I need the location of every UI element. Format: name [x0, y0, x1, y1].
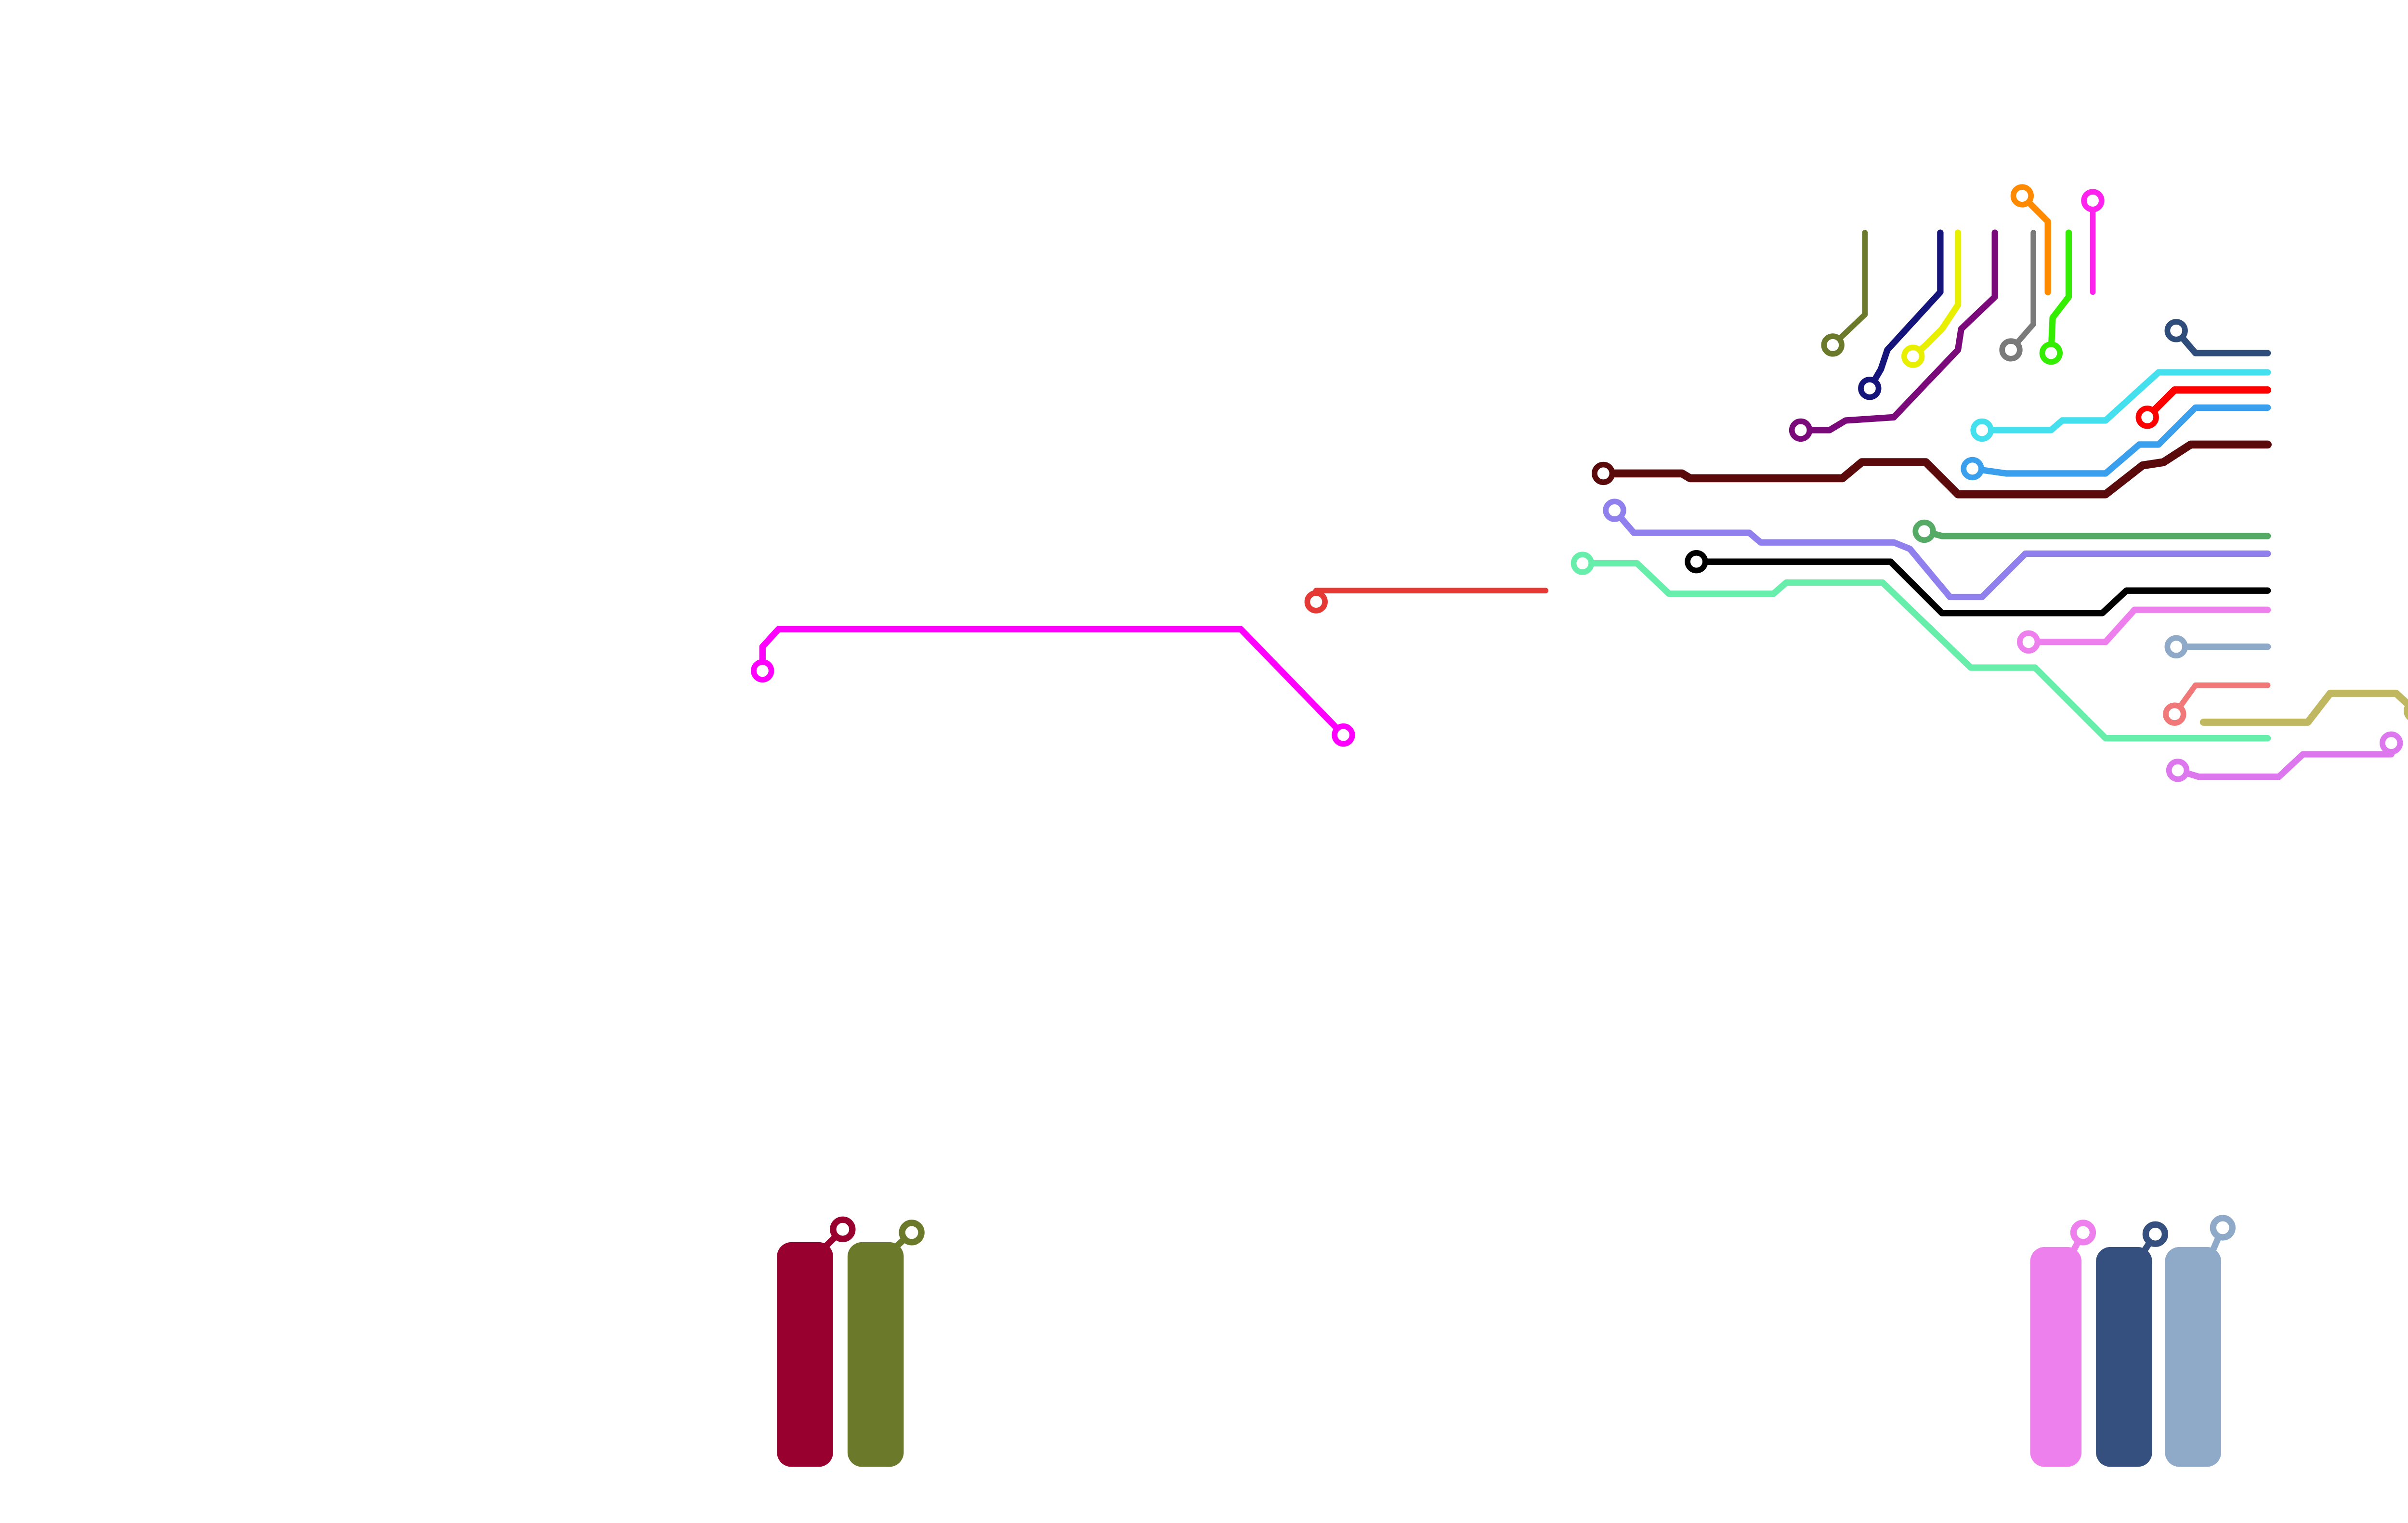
- bar-body: [2030, 1247, 2082, 1467]
- trace-terminal-ring: [1999, 338, 2023, 362]
- bar-pink-bar: [2030, 1220, 2096, 1467]
- trace-magenta-long: [751, 626, 1355, 747]
- trace-terminal-ring: [2380, 731, 2403, 755]
- trace-line: [2173, 327, 2271, 356]
- trace-terminal-ring: [2010, 184, 2034, 208]
- bar-terminal-ring: [2210, 1215, 2236, 1241]
- trace-olive-vertical: [1821, 230, 1868, 357]
- trace-magenta-vertical: [2081, 189, 2105, 295]
- trace-yellow-vertical: [1901, 229, 1962, 368]
- trace-line: [1579, 560, 2271, 742]
- trace-terminal-ring: [2016, 630, 2041, 654]
- trace-terminal-ring: [1789, 418, 1813, 442]
- bar-body: [777, 1242, 833, 1467]
- trace-line: [2048, 229, 2072, 356]
- trace-maroon-horizontal: [1592, 440, 2272, 499]
- bar-navy-bar: [2096, 1221, 2169, 1467]
- bar-terminal-ring: [2070, 1220, 2096, 1246]
- trace-terminal-ring: [1570, 551, 1595, 575]
- trace-terminal-ring: [2164, 635, 2188, 658]
- trace-purple-vertical: [1789, 229, 1998, 442]
- trace-steelblue-horizontal: [2164, 319, 2271, 356]
- bar-lightblue-bar: [2165, 1215, 2236, 1467]
- trace-line: [1978, 369, 2271, 433]
- trace-lavender-horizontal: [1603, 499, 2271, 601]
- trace-terminal-ring: [2039, 341, 2063, 365]
- trace-line: [1599, 440, 2272, 499]
- bar-crimson-bar: [777, 1216, 856, 1467]
- trace-line: [1921, 528, 2271, 539]
- trace-line: [1313, 588, 1549, 605]
- trace-line: [1830, 230, 1868, 348]
- bar-olive-bar: [847, 1220, 925, 1467]
- trace-terminal-ring: [1592, 461, 1615, 486]
- trace-line: [2172, 682, 2271, 717]
- trace-terminal-ring: [1970, 418, 1994, 442]
- trace-red-short: [1304, 588, 1549, 614]
- trace-line: [2144, 386, 2272, 421]
- trace-terminal-ring: [2081, 189, 2105, 212]
- trace-terminal-ring: [1961, 457, 1984, 481]
- trace-terminal-ring: [2135, 406, 2159, 429]
- trace-line: [759, 626, 1347, 738]
- trace-terminal-ring: [1332, 723, 1355, 747]
- trace-terminal-ring: [1901, 344, 1925, 368]
- trace-terminal-ring: [751, 659, 774, 683]
- trace-line: [2199, 689, 2408, 726]
- trace-green-vertical: [2039, 229, 2072, 365]
- trace-violet-horizontal: [2016, 606, 2271, 654]
- trace-navy-vertical: [1858, 229, 1944, 400]
- bar-body: [2096, 1247, 2152, 1467]
- trace-line: [2019, 192, 2051, 296]
- trace-cyan-horizontal: [1970, 369, 2271, 442]
- trace-line: [2025, 606, 2271, 645]
- trace-green-horizontal: [1912, 519, 2271, 543]
- trace-terminal-ring: [1685, 550, 1708, 574]
- trace-terminal-ring: [2163, 702, 2186, 726]
- trace-black-horizontal: [1685, 550, 2271, 617]
- trace-orchid-horizontal: [2166, 731, 2403, 782]
- bar-body: [2165, 1247, 2221, 1467]
- bar-terminal-ring: [2142, 1221, 2169, 1247]
- trace-terminal-ring: [2403, 702, 2408, 720]
- trace-terminal-ring: [2166, 759, 2190, 782]
- trace-red-horizontal: [2135, 386, 2272, 429]
- bar-terminal-ring: [899, 1220, 925, 1246]
- trace-terminal-ring: [2164, 319, 2188, 342]
- trace-line: [1797, 229, 1998, 433]
- trace-terminal-ring: [1912, 519, 1936, 543]
- bars-layer: [777, 1215, 2236, 1467]
- trace-terminal-ring: [1603, 499, 1626, 522]
- trace-salmon-horizontal: [2163, 682, 2271, 726]
- trace-terminal-ring: [1821, 333, 1845, 357]
- trace-terminal-ring: [1858, 377, 1882, 400]
- trace-mint-horizontal: [1570, 551, 2271, 742]
- trace-orange-vertical: [2010, 184, 2051, 296]
- trace-gray-vertical: [1999, 230, 2036, 362]
- trace-line: [1693, 558, 2271, 617]
- bar-terminal-ring: [830, 1216, 856, 1242]
- trace-line: [1969, 404, 2271, 477]
- trace-terminal-ring: [1304, 590, 1328, 614]
- trace-line: [2008, 230, 2036, 353]
- trace-line: [1866, 229, 1944, 392]
- trace-line: [1611, 507, 2271, 601]
- trace-lightsteel-horizontal: [2164, 635, 2271, 658]
- trace-khaki-horizontal: [2199, 689, 2408, 726]
- traces-layer: [751, 184, 2408, 782]
- bar-body: [847, 1242, 904, 1467]
- trace-line: [2174, 740, 2399, 780]
- trace-skyblue-horizontal: [1961, 404, 2271, 481]
